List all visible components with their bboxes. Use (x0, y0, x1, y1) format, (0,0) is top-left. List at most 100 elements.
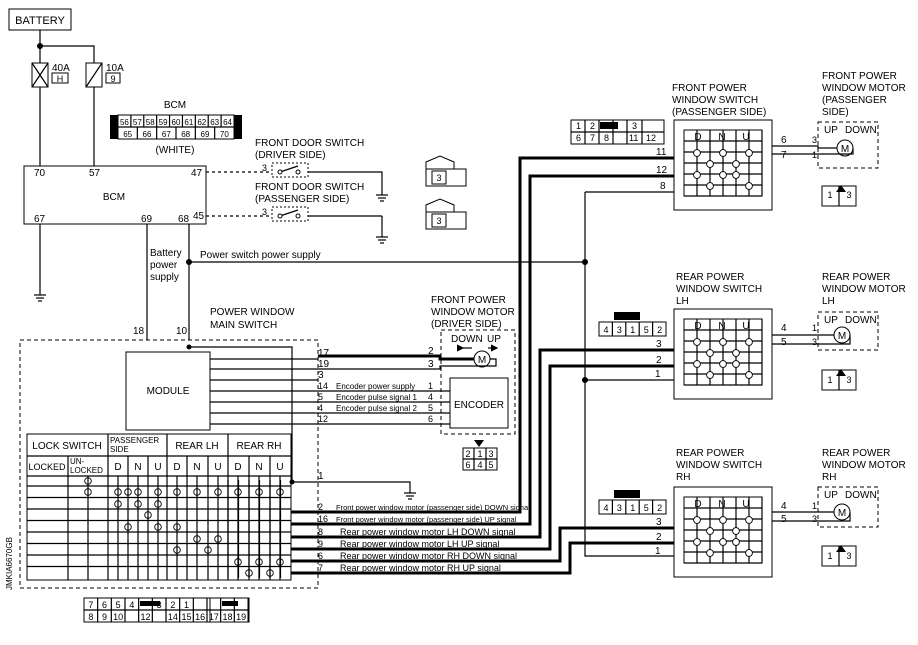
signal-pin-6: 6 (318, 551, 323, 561)
ms-conn-bot-15: 15 (181, 612, 191, 622)
main-switch-connector: 7654321891012141516171819 (83, 597, 250, 623)
rml-label-3: LH (822, 296, 835, 307)
ms-conn-top-2: 2 (170, 600, 175, 610)
fuse-10a: 10A 9 (85, 62, 124, 88)
battery-power-supply-3: supply (150, 272, 179, 283)
bcm-name: BCM (103, 192, 125, 203)
fmp-pin-1: 1 (812, 150, 817, 160)
rsr-grid-D: D (694, 499, 701, 510)
table-hdr-2-D: D (234, 462, 241, 473)
rmr-label-3: RH (822, 472, 836, 483)
main-switch-pin-18: 18 (133, 326, 145, 337)
rml-pin-1: 1 (812, 323, 817, 333)
main-pin-19: 19 (318, 359, 330, 370)
rsr-conn-5: 5 (644, 503, 649, 513)
fsp-grid-U: U (742, 132, 749, 143)
front-motor-driver-connector: 2 1 3 6 4 5 (462, 440, 498, 471)
ms-conn-bot-18: 18 (222, 612, 232, 622)
rml-up: UP (824, 315, 838, 326)
main-switch-title-1: POWER WINDOW (210, 307, 295, 318)
rmr-up: UP (824, 490, 838, 501)
rml-pin-3: 3 (812, 337, 817, 347)
front-switch-passenger: FRONT POWER WINDOW SWITCH (PASSENGER SID… (672, 83, 773, 211)
fsp-conn-top-1: 1 (576, 121, 581, 131)
fuse-40a: 40A H (31, 62, 70, 88)
table-hdr-1-N: N (193, 462, 200, 473)
door-switch-passenger-label-1: FRONT DOOR SWITCH (255, 182, 364, 193)
table-hdr-2-U: U (276, 462, 283, 473)
fsp-out-7: 7 (781, 150, 787, 161)
rml-conn-0: 1 (827, 375, 832, 385)
rsl-in-1: 1 (655, 369, 661, 380)
fsp-in-11: 11 (656, 147, 667, 158)
bcm-pin-69: 69 (141, 214, 153, 225)
ms-conn-top-7: 7 (88, 600, 93, 610)
enc-pin-6: 6 (428, 414, 433, 424)
front-motor-driver-label-2: WINDOW MOTOR (431, 307, 515, 318)
bcm-conn-top-58: 58 (146, 118, 155, 127)
table-hdr-1-D: D (173, 462, 180, 473)
main-pin-17: 17 (318, 348, 330, 359)
fmd-conn-t0: 2 (465, 449, 470, 459)
bcm-pin-57: 57 (89, 168, 101, 179)
fmd-conn-b0: 6 (465, 460, 470, 470)
battery: BATTERY (8, 8, 72, 31)
fuse-10a-number: 9 (110, 74, 115, 84)
fsp-label-1: FRONT POWER (672, 83, 747, 94)
bcm-conn-bot-70: 70 (220, 130, 229, 139)
rsr-in-2: 2 (656, 532, 662, 543)
rsr-label-1: REAR POWER (676, 448, 744, 459)
fsp-grid-N: N (718, 132, 725, 143)
rsr-conn-1: 1 (630, 503, 635, 513)
ms-conn-bot-8: 8 (88, 612, 93, 622)
svg-text:M: M (478, 355, 486, 366)
main-switch-title-2: MAIN SWITCH (210, 320, 277, 331)
signal-label-5: Rear power window motor RH UP signal (340, 563, 501, 573)
fsp-in-8: 8 (660, 181, 666, 192)
fsp-in-12: 12 (656, 165, 668, 176)
enc-main-pin-4: 4 (318, 403, 323, 413)
door-switch-driver-conn: 3 (436, 173, 441, 183)
fsp-label-3: (PASSENGER SIDE) (672, 107, 766, 118)
rsl-conn-5: 5 (644, 325, 649, 335)
main-switch-pin-10: 10 (176, 326, 188, 337)
battery-power-supply-2: power (150, 260, 178, 271)
fsp-label-2: WINDOW SWITCH (672, 95, 758, 106)
bcm-connector-title: BCM (164, 100, 186, 111)
enc-main-pin-12: 12 (318, 414, 328, 424)
signal-label-3: Rear power window motor LH UP signal (340, 539, 499, 549)
front-motor-driver-box (440, 329, 516, 435)
door-switch-passenger-label-2: (PASSENGER SIDE) (255, 194, 349, 205)
bcm-conn-bot-68: 68 (181, 130, 190, 139)
encoder-box: ENCODER (449, 377, 509, 429)
signal-label-2: Rear power window motor LH DOWN signal (340, 527, 516, 537)
rmr-conn-1: 3 (846, 551, 851, 561)
main-pin-1: 1 (318, 471, 324, 482)
locked-label: LOCKED (28, 462, 66, 472)
bcm-conn-top-57: 57 (133, 118, 142, 127)
fmp-label-3: (PASSENGER (822, 95, 887, 106)
rsr-grid-N: N (718, 499, 725, 510)
rsl-label-2: WINDOW SWITCH (676, 284, 762, 295)
svg-text:M: M (838, 331, 846, 342)
module-box: MODULE (125, 351, 211, 431)
fsp-grid-D: D (694, 132, 701, 143)
fmd-pin-3: 3 (428, 359, 434, 370)
bcm-pin-67: 67 (34, 214, 46, 225)
enc-pin-1: 1 (428, 381, 433, 391)
rsl-out-4: 4 (781, 323, 787, 334)
rsr-conn-2: 2 (657, 503, 662, 513)
enc-pin-5: 5 (428, 403, 433, 413)
bcm-conn-top-60: 60 (172, 118, 181, 127)
rsl-grid-U: U (742, 321, 749, 332)
bcm-conn-bot-67: 67 (162, 130, 171, 139)
fmd-conn-b2: 5 (488, 460, 493, 470)
ms-conn-bot-17: 17 (209, 612, 219, 622)
front-motor-passenger: FRONT POWER WINDOW MOTOR (PASSENGER SIDE… (817, 71, 906, 207)
door-switch-driver-pin: 3 (262, 163, 267, 173)
bcm-pin-70: 70 (34, 168, 46, 179)
enc-main-pin-14: 14 (318, 381, 328, 391)
